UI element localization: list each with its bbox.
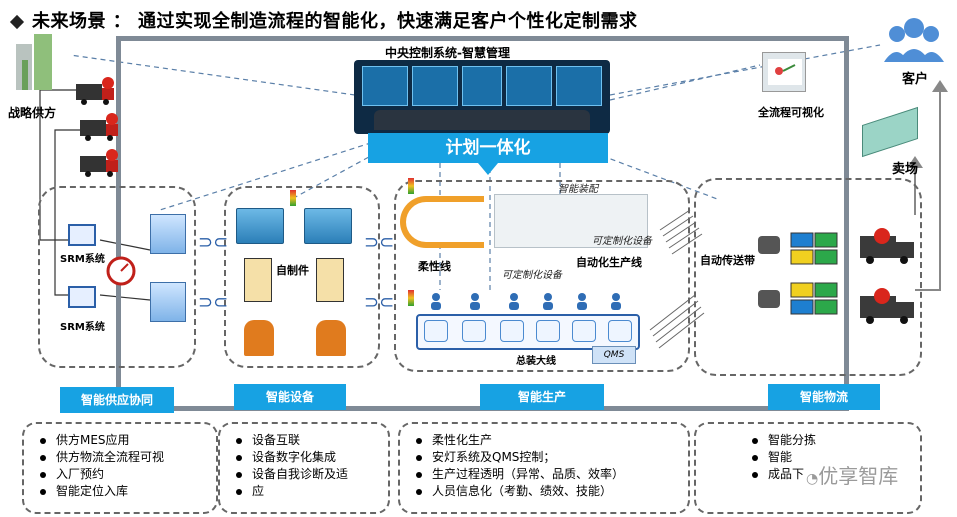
list-item: 设备数字化集成: [236, 449, 378, 466]
srm-screen-icon: [68, 286, 96, 308]
conveyor-label: 自动传送带: [700, 254, 755, 267]
injection-machine-icon: [304, 208, 352, 244]
truck-icon: [860, 286, 920, 330]
link-icon: ⊃⊂: [198, 232, 229, 253]
tablet-icon: [762, 52, 806, 92]
wechat-icon: ◔: [806, 471, 819, 487]
link-icon: ⊃⊂: [364, 232, 395, 253]
production-bullets: 柔性化生产 安灯系统及QMS控制； 生产过程透明（异常、品质、效率） 人员信息化…: [398, 422, 690, 514]
tab-smart-production: 智能生产: [480, 384, 604, 410]
list-item: 人员信息化（考勤、绩效、技能）: [416, 483, 678, 500]
list-item: 入厂预约: [40, 466, 206, 483]
list-item: 供方MES应用: [40, 432, 206, 449]
press-machine-icon: [316, 258, 344, 302]
link-icon: ⊃⊂: [364, 292, 395, 313]
list-item: 设备互联: [236, 432, 378, 449]
sorting-screen-icon: [790, 232, 838, 266]
srm-line-1: [99, 239, 151, 251]
auto-line-label: 自动化生产线: [576, 256, 642, 269]
workstation-icon: [572, 320, 596, 342]
injection-machine-icon: [236, 208, 284, 244]
robot-arm-icon: [316, 320, 346, 356]
truck-icon: [76, 76, 120, 110]
andon-light-icon: [408, 178, 414, 194]
tab-smart-supply: 智能供应协同: [60, 387, 174, 413]
workstation-icon: [500, 320, 524, 342]
list-item: 应: [236, 483, 378, 500]
srm-label-2: SRM系统: [60, 322, 105, 333]
storage-rack-icon: [150, 282, 186, 322]
central-control-label: 中央控制系统-智慧管理: [385, 46, 510, 60]
assembly-line-label: 总装大线: [516, 356, 556, 367]
press-machine-icon: [244, 258, 272, 302]
robot-arm-icon: [244, 320, 274, 356]
flow-line-market: [915, 88, 941, 291]
dashed-link-customer: [609, 44, 881, 96]
main-assembly-belt: [416, 314, 640, 350]
andon-light-icon: [408, 290, 414, 306]
truck-icon: [860, 226, 920, 270]
flexible-line-label: 柔性线: [418, 260, 451, 273]
list-item: 成品下: [752, 466, 910, 483]
supplier-line-2: [54, 129, 85, 296]
market-label: 卖场: [892, 162, 919, 177]
sorting-screen-icon: [790, 282, 838, 316]
equipment-area: [224, 186, 380, 368]
customer-group-icon: [884, 14, 944, 68]
list-item: 生产过程透明（异常、品质、效率）: [416, 466, 678, 483]
supply-bullets: 供方MES应用 供方物流全流程可视 入厂预约 智能定位入库: [22, 422, 218, 514]
storage-rack-icon: [150, 214, 186, 254]
tab-smart-logistics: 智能物流: [768, 384, 880, 410]
workstation-icon: [608, 320, 632, 342]
truck-icon: [80, 148, 124, 182]
supplier-label: 战略供方: [8, 106, 57, 120]
flexible-line-icon: [400, 196, 484, 248]
plan-arrow-icon: [478, 163, 498, 175]
qms-badge: QMS: [592, 346, 636, 364]
custom-device-label-1: 可定制化设备: [592, 236, 652, 247]
building-icon: [12, 30, 58, 92]
visualization-label: 全流程可视化: [758, 106, 824, 119]
list-item: 智能定位入库: [40, 483, 206, 500]
assembly-line-image: [494, 194, 648, 248]
self-made-label: 自制件: [276, 264, 309, 277]
watermark: ◔优享智库: [806, 464, 899, 488]
smart-assembly-label: 智能装配: [558, 184, 598, 195]
robot-arm-icon: [758, 236, 780, 254]
arrow-up-icon: [932, 80, 948, 92]
list-item: 设备自我诊断及适: [236, 466, 378, 483]
truck-icon: [80, 112, 124, 146]
link-icon: ⊃⊂: [198, 292, 229, 313]
list-item: 供方物流全流程可视: [40, 449, 206, 466]
logistics-bullets: 智能分拣 智能 成品下: [694, 422, 922, 514]
customer-label: 客户: [902, 72, 929, 87]
list-item: 柔性化生产: [416, 432, 678, 449]
andon-light-icon: [290, 190, 296, 206]
plan-integration-bar: 计划一体化: [368, 133, 608, 163]
workstation-icon: [424, 320, 448, 342]
dashed-link-visual: [609, 64, 761, 101]
page-title: 未来场景 ： 通过实现全制造流程的智能化，快速满足客户个性化定制需求: [9, 7, 638, 33]
srm-label-1: SRM系统: [60, 254, 105, 265]
custom-device-label-2: 可定制化设备: [502, 270, 562, 281]
workstation-icon: [462, 320, 486, 342]
list-item: 智能: [752, 449, 910, 466]
srm-screen-icon: [68, 224, 96, 246]
dashed-link-supply: [159, 139, 381, 211]
robot-arm-icon: [758, 290, 780, 308]
logistics-area: [694, 178, 922, 376]
dashed-link-supplier: [69, 54, 356, 96]
tab-smart-equipment: 智能设备: [234, 384, 346, 410]
list-item: 智能分拣: [752, 432, 910, 449]
control-room-image: [354, 60, 610, 134]
arrow-up-icon-2: [907, 156, 923, 168]
equipment-bullets: 设备互联 设备数字化集成 设备自我诊断及适 应: [218, 422, 390, 514]
workers-row: [431, 293, 621, 310]
gauge-icon: [106, 256, 136, 290]
srm-line-2: [99, 294, 151, 301]
supply-area: [38, 186, 196, 368]
workstation-icon: [536, 320, 560, 342]
list-item: 安灯系统及QMS控制；: [416, 449, 678, 466]
production-area: [394, 180, 690, 372]
